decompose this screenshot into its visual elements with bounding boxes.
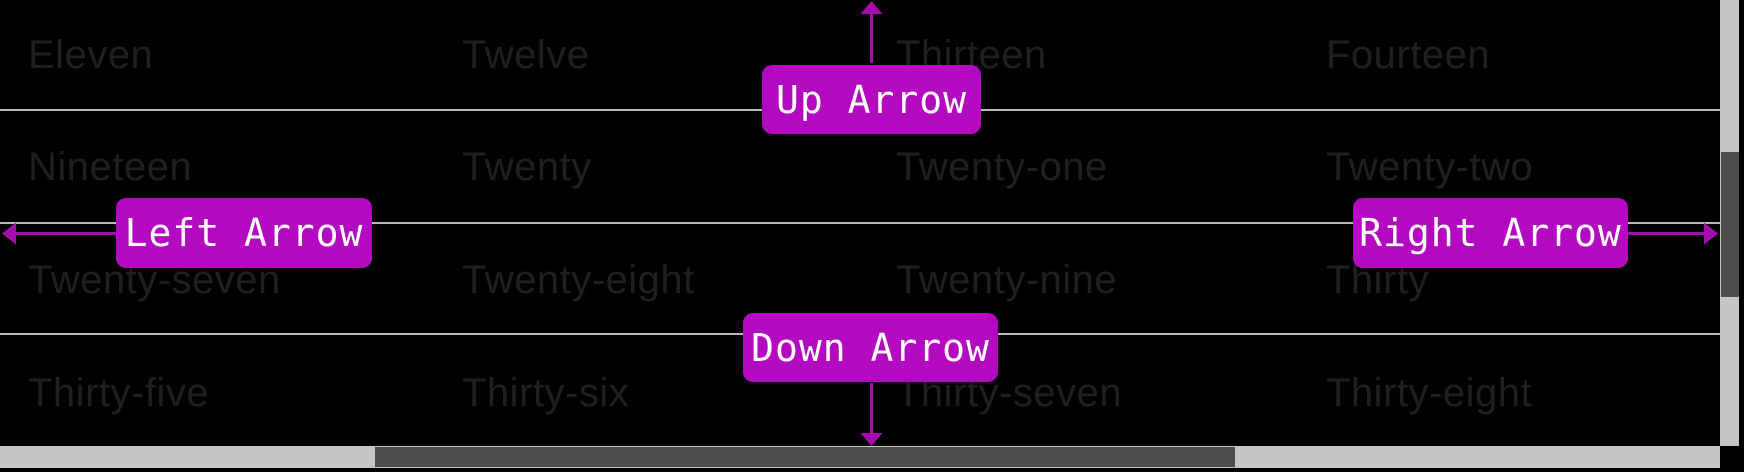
grid-cell: Thirty-six [462,371,630,415]
grid-cell: Twelve [462,33,590,77]
left-arrow-icon [2,222,118,245]
down-arrow-button[interactable]: Down Arrow [743,313,998,382]
grid-cell: Twenty [462,145,592,189]
left-arrow-button[interactable]: Left Arrow [116,198,372,268]
grid-cell: Thirty-eight [1326,371,1533,415]
grid-cell: Twenty-two [1326,145,1534,189]
grid-cell: Eleven [28,33,154,77]
horizontal-scrollbar-thumb[interactable] [375,447,1235,467]
horizontal-scrollbar[interactable] [0,446,1720,468]
grid-cell: Twenty-eight [462,258,695,302]
right-arrow-icon [1626,222,1718,245]
row-separator [0,222,1720,224]
grid-cell: Fourteen [1326,33,1491,77]
up-arrow-icon [860,1,883,63]
grid-cell: Thirty-five [28,371,210,415]
grid-cell: Twenty-nine [896,258,1118,302]
vertical-scrollbar[interactable] [1720,0,1739,446]
right-arrow-button[interactable]: Right Arrow [1353,198,1628,268]
scrollbar-corner [1720,446,1744,472]
up-arrow-button[interactable]: Up Arrow [762,65,981,134]
down-arrow-icon [860,383,883,446]
grid-cell: Twenty-one [896,145,1108,189]
vertical-scrollbar-thumb[interactable] [1721,152,1739,297]
grid-cell: Nineteen [28,145,193,189]
